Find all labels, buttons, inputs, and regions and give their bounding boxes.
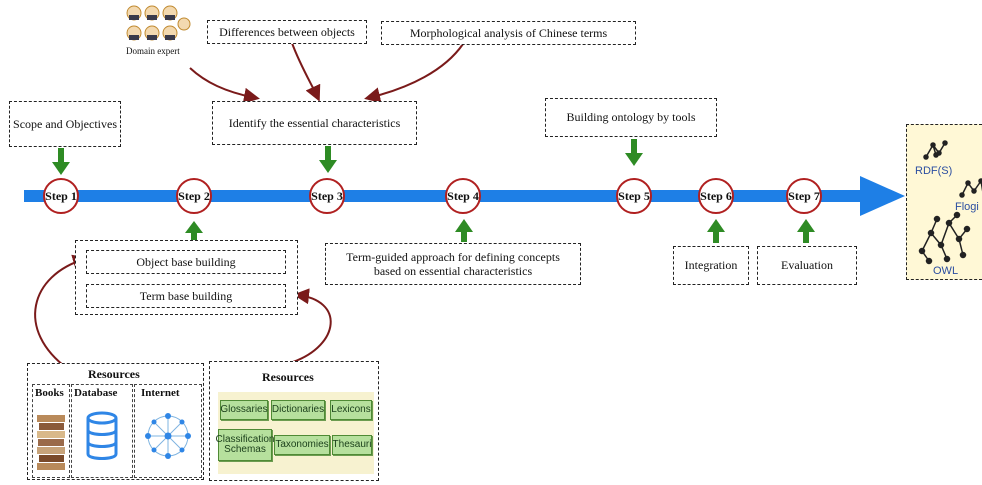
- evaluation-box: Evaluation: [757, 246, 857, 285]
- format-owl: OWL: [933, 265, 959, 277]
- term-guided-box: Term-guided approach for defining concep…: [325, 243, 581, 285]
- flogic-graph-icon: [959, 178, 982, 198]
- internet-label: Internet: [141, 387, 180, 399]
- step-1: Step 1: [43, 178, 79, 214]
- chip-lexicons: Lexicons: [330, 400, 372, 420]
- down-arrows: [52, 139, 643, 175]
- chip-glossaries: Glossaries: [220, 400, 268, 420]
- morphological-box: Morphological analysis of Chinese terms: [381, 21, 636, 45]
- step-6: Step 6: [698, 178, 734, 214]
- integration-box: Integration: [673, 246, 749, 285]
- chip-classification-schemas: Classification Schemas: [216, 429, 274, 461]
- step-7: Step 7: [786, 178, 822, 214]
- object-base-box: Object base building: [86, 250, 286, 274]
- timeline-arrowhead: [860, 176, 905, 216]
- owl-graph-icon: [918, 211, 971, 265]
- domain-expert-label: Domain expert: [126, 46, 180, 56]
- internet-column: Internet: [134, 384, 202, 478]
- database-label: Database: [74, 387, 118, 399]
- network-globe-icon: [145, 413, 191, 459]
- domain-expert-group: Domain expert: [122, 4, 192, 59]
- format-panel: RDF(S) Flogi OWL: [906, 124, 982, 280]
- books-column: Books: [32, 384, 70, 478]
- scope-box: Scope and Objectives: [9, 101, 121, 147]
- resources-left-title: Resources: [88, 367, 140, 381]
- chip-thesauri: Thesauri: [332, 435, 372, 455]
- resources-right-title: Resources: [262, 370, 314, 384]
- differences-box: Differences between objects: [207, 20, 367, 44]
- database-icon: [86, 411, 118, 460]
- format-rdfs: RDF(S): [915, 165, 953, 177]
- step-3: Step 3: [309, 178, 345, 214]
- chip-dictionaries: Dictionaries: [271, 400, 325, 420]
- people-icon: [126, 5, 191, 41]
- up-arrows: [185, 219, 815, 243]
- database-column: Database: [71, 384, 133, 478]
- curved-arrows: [34, 42, 464, 370]
- identify-box: Identify the essential characteristics: [212, 101, 417, 145]
- timeline-bar: [24, 190, 864, 202]
- chip-taxonomies: Taxonomies: [274, 435, 330, 455]
- step-2: Step 2: [176, 178, 212, 214]
- rdfs-graph-icon: [923, 140, 948, 160]
- building-tools-box: Building ontology by tools: [545, 98, 717, 137]
- step-5: Step 5: [616, 178, 652, 214]
- term-base-box: Term base building: [86, 284, 286, 308]
- resources-right-panel: Resources Glossaries Dictionaries Lexico…: [209, 361, 379, 481]
- books-icon: [37, 415, 65, 470]
- books-label: Books: [35, 387, 64, 399]
- step-4: Step 4: [445, 178, 481, 214]
- format-flogic: Flogi: [955, 201, 979, 213]
- resource-chips-area: Glossaries Dictionaries Lexicons Classif…: [216, 392, 374, 474]
- resources-left-panel: Resources Books Database Internet: [27, 363, 204, 480]
